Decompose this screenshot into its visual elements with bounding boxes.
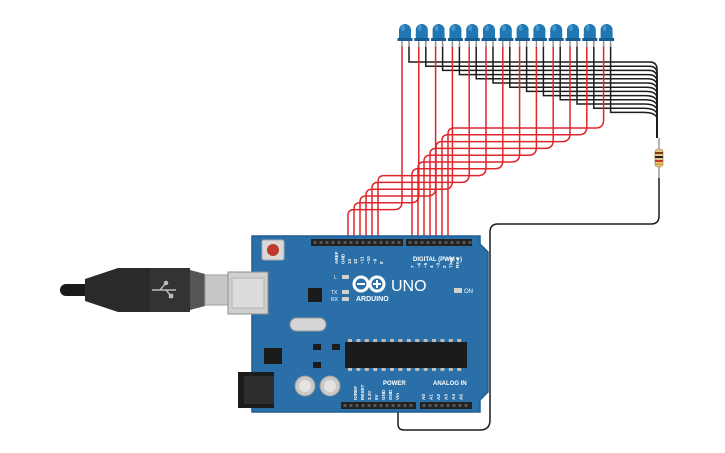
blue-led[interactable] <box>431 24 447 47</box>
led-row <box>397 24 615 47</box>
rx-label: RX <box>331 297 339 303</box>
blue-led[interactable] <box>481 24 497 47</box>
on-led <box>454 288 462 293</box>
blue-led[interactable] <box>498 24 514 47</box>
signal-wire <box>429 46 554 241</box>
usb-cable[interactable] <box>60 268 234 312</box>
power-pin-label: Vin <box>395 393 400 400</box>
ground-wire <box>475 46 658 138</box>
signal-wire <box>423 46 538 241</box>
digital-pin-label: 8 <box>379 261 384 264</box>
digital-pin-label: GND <box>340 253 345 264</box>
power-pin-label: GND <box>388 389 393 400</box>
reset-button[interactable] <box>261 239 285 261</box>
analog-header <box>420 402 472 409</box>
brand-label: ARDUINO <box>356 296 389 303</box>
signal-wire <box>441 46 588 241</box>
on-label: ON <box>464 289 473 295</box>
digital-pin-label: 7 <box>410 265 415 268</box>
power-header <box>341 402 416 409</box>
ground-wire <box>593 46 658 138</box>
digital-pin-label: 13 <box>347 258 352 264</box>
ground-wire <box>525 46 658 138</box>
power-pin-label: IOREF <box>353 386 358 400</box>
capacitor-2 <box>319 375 341 397</box>
digital-pin-label: 2 <box>442 265 447 268</box>
blue-led[interactable] <box>397 24 413 47</box>
digital-pin-label: TX▸1 <box>448 257 453 268</box>
ground-wire <box>425 46 658 138</box>
ground-wire <box>441 46 658 138</box>
digital-pin-label: ~5 <box>423 262 428 268</box>
ground-wire <box>576 46 658 138</box>
digital-pin-label: ~10 <box>366 256 371 264</box>
arduino-logo-icon <box>352 275 386 293</box>
signal-wire <box>365 46 454 241</box>
ground-return-wire <box>397 178 660 431</box>
blue-led[interactable] <box>531 24 547 47</box>
signal-wire <box>417 46 521 241</box>
signal-wire <box>411 46 504 241</box>
ground-wire <box>509 46 658 138</box>
power-pin-label: GND <box>381 389 386 400</box>
signal-wire-bus <box>347 46 605 241</box>
resistor[interactable] <box>654 138 664 178</box>
digital-pin-label: AREF <box>334 251 339 264</box>
power-header-label: POWER <box>383 381 406 387</box>
power-pin-label: 3.3V <box>367 390 372 400</box>
tx-label: TX <box>331 290 338 296</box>
blue-led[interactable] <box>582 24 598 47</box>
usb-symbol-icon <box>152 280 176 299</box>
signal-wire <box>359 46 437 241</box>
usb-chip <box>308 288 322 302</box>
digital-pin-label: ~9 <box>372 258 377 264</box>
led-tx-indicator <box>342 290 349 294</box>
crystal-oscillator <box>289 317 327 332</box>
digital-pin-label: RX◂0 <box>455 256 460 268</box>
analog-pin-label: A2 <box>436 394 441 400</box>
blue-led[interactable] <box>414 24 430 47</box>
model-label: UNO <box>391 278 427 295</box>
signal-wire <box>353 46 420 241</box>
led-l-indicator <box>342 275 349 279</box>
power-pin-label: 5V <box>374 393 379 400</box>
ground-wire <box>458 46 658 138</box>
signal-wire <box>435 46 571 241</box>
l-label: L <box>334 275 337 281</box>
analog-pin-label: A1 <box>429 394 434 400</box>
ground-wire <box>542 46 658 138</box>
analog-pin-label: A5 <box>459 394 464 400</box>
blue-led[interactable] <box>447 24 463 47</box>
atmega-chip <box>345 339 467 371</box>
ground-wire <box>559 46 658 138</box>
digital-pin-label: ~11 <box>360 256 365 264</box>
signal-wire <box>371 46 470 241</box>
capacitor-1 <box>294 375 316 397</box>
analog-pin-label: A3 <box>444 394 449 400</box>
blue-led[interactable] <box>464 24 480 47</box>
analog-pin-label: A0 <box>421 394 426 400</box>
signal-wire <box>377 46 487 241</box>
ground-wire <box>492 46 658 138</box>
blue-led[interactable] <box>599 24 615 47</box>
analog-pin-label: A4 <box>451 394 456 400</box>
ground-wire <box>408 46 658 138</box>
digital-header-label: DIGITAL (PWM ~) <box>413 257 462 263</box>
analog-header-label: ANALOG IN <box>433 381 467 387</box>
blue-led[interactable] <box>565 24 581 47</box>
digital-pin-label: ~6 <box>416 262 421 268</box>
digital-pin-label: ~3 <box>436 262 441 268</box>
power-pin-label: RESET <box>360 384 365 400</box>
digital-pin-label: 12 <box>353 258 358 264</box>
ground-wire-bus <box>397 46 660 431</box>
digital-pin-label: 4 <box>429 265 434 268</box>
blue-led[interactable] <box>548 24 564 47</box>
blue-led[interactable] <box>515 24 531 47</box>
led-rx-indicator <box>342 297 349 301</box>
ground-wire <box>609 46 658 138</box>
signal-wire <box>447 46 605 241</box>
signal-wire <box>347 46 403 241</box>
arduino-uno-board[interactable]: ON L TX RX ARDUINO UNO DIGITAL (PWM ~) P… <box>227 235 489 413</box>
